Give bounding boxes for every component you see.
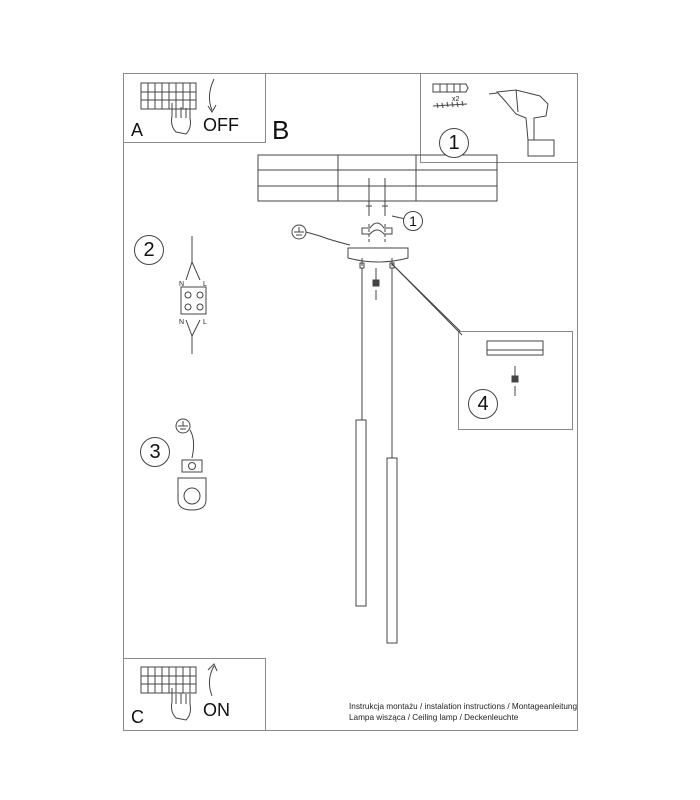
terminal-label-l-top: L <box>203 281 207 288</box>
terminal-label-n-bottom: N <box>179 319 184 326</box>
step-1-badge: 1 <box>439 128 469 158</box>
pendant-left <box>355 268 367 607</box>
step-4-badge: 4 <box>468 389 498 419</box>
tools-frame <box>420 73 578 163</box>
ground-clamp <box>177 459 207 511</box>
hand-icon <box>171 103 191 135</box>
panel-c-frame <box>123 658 266 731</box>
footer-line-2: Lampa wisząca / Ceiling lamp / Deckenleu… <box>349 713 519 722</box>
bulb-icon <box>486 340 544 396</box>
page-frame <box>123 73 578 731</box>
terminal-label-l-bottom: L <box>203 319 207 326</box>
wall-plug-icon <box>432 83 469 93</box>
terminal-block-icon <box>180 236 207 354</box>
cable-grip <box>372 268 380 300</box>
ground-icon <box>175 418 195 459</box>
step-2-badge: 2 <box>134 235 164 265</box>
canopy <box>347 247 409 269</box>
step-4-leader-2 <box>391 263 461 332</box>
panel-b-label: B <box>272 115 290 145</box>
screw-icon <box>432 100 468 109</box>
switch-panel-icon <box>140 82 197 110</box>
ceiling-grid <box>257 154 498 202</box>
panel-c-label: C <box>131 707 144 727</box>
mounting-bracket <box>361 222 393 235</box>
ground-icon <box>291 224 351 246</box>
tools-multiplier: x2 <box>452 96 460 103</box>
arrow-icon <box>207 663 218 697</box>
panel-a-frame <box>123 73 266 143</box>
step-4-frame <box>458 331 573 430</box>
pendant-right <box>386 268 398 644</box>
drill-icon <box>488 89 555 157</box>
footer-line-1: Instrukcja montażu / instalation instruc… <box>349 702 578 711</box>
switch-panel-icon <box>140 666 197 694</box>
step-1-mount-badge: 1 <box>403 211 423 231</box>
panel-a-action: OFF <box>203 115 239 135</box>
panel-c-action: ON <box>203 700 230 720</box>
terminal-label-n-top: N <box>179 281 184 288</box>
step-3-badge: 3 <box>140 437 170 467</box>
footer: Instrukcja montażu / instalation instruc… <box>349 701 577 723</box>
panel-a-label: A <box>131 120 144 140</box>
hand-icon <box>171 688 191 721</box>
arrow-icon <box>207 78 217 113</box>
